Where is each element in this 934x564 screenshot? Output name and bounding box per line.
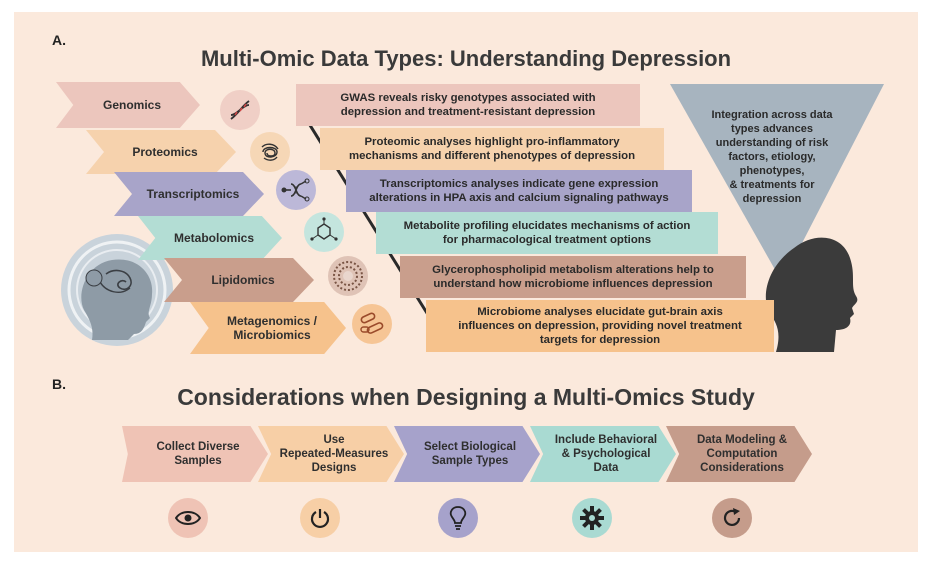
finding-box: GWAS reveals risky genotypes associated … — [296, 84, 640, 126]
finding-box: Transcriptomics analyses indicate gene e… — [346, 170, 692, 212]
transcription-icon — [276, 170, 316, 210]
power-icon — [300, 498, 340, 538]
omics-chevron: Proteomics — [86, 130, 236, 174]
protein-icon — [250, 132, 290, 172]
molecule-icon — [304, 212, 344, 252]
section-a-title: Multi-Omic Data Types: Understanding Dep… — [200, 46, 732, 71]
finding-box: Metabolite profiling elucidates mechanis… — [376, 212, 718, 254]
omics-chevron: Transcriptomics — [114, 172, 264, 216]
gear-icon — [572, 498, 612, 538]
consideration-step: Use Repeated-Measures Designs — [258, 426, 404, 482]
finding-box: Proteomic analyses highlight pro-inflamm… — [320, 128, 664, 170]
consideration-step: Include Behavioral & Psychological Data — [530, 426, 676, 482]
section-b-label: B. — [52, 376, 66, 392]
lightbulb-icon — [438, 498, 478, 538]
consideration-step: Select Biological Sample Types — [394, 426, 540, 482]
omics-chevron: Genomics — [56, 82, 200, 128]
finding-box: Glycerophospholipid metabolism alteratio… — [400, 256, 746, 298]
omics-chevron: Metabolomics — [138, 216, 282, 260]
integration-text: Integration across data types advances u… — [711, 109, 833, 205]
omics-chevron: Metagenomics / Microbiomics — [190, 302, 346, 354]
omics-chevron: Lipidomics — [164, 258, 314, 302]
section-a-label: A. — [52, 32, 66, 48]
section-b-title: Considerations when Designing a Multi-Om… — [177, 384, 755, 410]
consideration-step: Data Modeling & Computation Consideratio… — [666, 426, 812, 482]
dna-icon — [220, 90, 260, 130]
bacteria-icon — [352, 304, 392, 344]
head-silhouette-left — [61, 234, 173, 346]
eye-icon — [168, 498, 208, 538]
figure-panel: A. Multi-Omic Data Types: Understanding … — [14, 12, 918, 552]
consideration-step: Collect Diverse Samples — [122, 426, 268, 482]
finding-box: Microbiome analyses elucidate gut-brain … — [426, 300, 774, 352]
integration-funnel — [670, 84, 884, 352]
lipid-icon — [328, 256, 368, 296]
refresh-icon — [712, 498, 752, 538]
